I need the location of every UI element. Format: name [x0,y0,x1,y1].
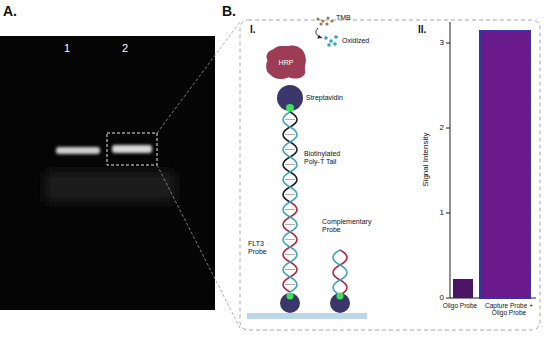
bar [453,279,473,298]
capture-bead [330,293,350,313]
reaction-arrow [316,28,322,38]
axis-title: Signal Intensity [421,108,430,212]
gel-image [0,36,215,310]
enzyme-outline [266,45,306,79]
panel-letter: A. [3,3,17,19]
complementary-strand [333,250,347,295]
lane-number: 2 [122,42,128,55]
gel-smear [45,172,175,202]
y-axis [450,22,451,298]
highlight-box [107,133,157,165]
gel-band [56,147,100,154]
lane-number: 1 [64,42,70,55]
biotin-dot [287,293,294,300]
tick-label: 1 [428,208,444,217]
reagent-label: Oxidized [342,37,369,45]
tick-label: 3 [428,38,444,47]
surface [247,313,367,319]
complementary-strand [283,112,297,292]
part-label: FLT3 Probe [248,240,278,256]
part-label: Biotinylated Poly-T Tail [304,150,352,166]
gel-band [112,145,152,153]
tick-marks [446,43,450,298]
zoom-line [157,22,240,133]
biotin-dot [337,293,344,300]
reagent-label: TMB [336,14,351,22]
base-pairs [285,120,295,285]
arrowhead [317,35,322,39]
panel-frame [240,20,540,330]
panel-number: I. [250,24,256,36]
streptavidin [277,85,303,111]
enzyme-blob: HRP [264,44,308,80]
tick-label: 0 [428,293,444,302]
panel-letter: B. [222,3,236,19]
category-label: Oligo Probe [441,302,479,309]
tmb-dots [316,16,333,25]
enzyme-label: HRP [279,59,294,66]
tick-label: 2 [428,123,444,132]
capture-bead [280,293,300,313]
biotin-dot [286,104,294,112]
part-label: Streptavidin [306,94,343,102]
part-label: Complementary Probe [322,218,380,234]
flt3-strand [333,250,347,295]
panel-number: II. [418,24,426,36]
zoom-line [157,165,240,328]
bar [480,31,530,298]
category-label: Capture Probe + Oligo Probe [481,302,537,317]
oxidized-dots [324,35,338,47]
